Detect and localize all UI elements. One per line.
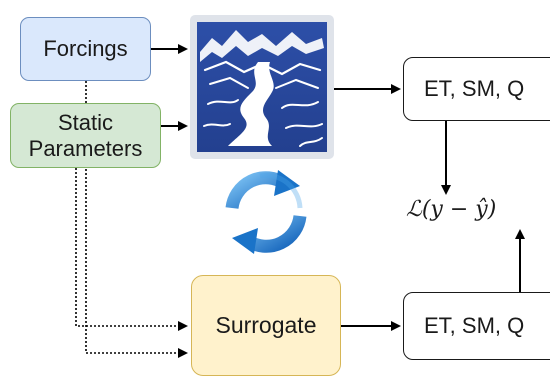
forcings-label: Forcings xyxy=(43,36,128,61)
dotted-connector-forcings xyxy=(85,81,188,358)
static-parameters-label: Static Parameters xyxy=(28,109,143,161)
static-parameters-node: Static Parameters xyxy=(10,103,161,168)
surrogate-label: Surrogate xyxy=(215,312,317,338)
refresh-cycle-icon xyxy=(225,170,307,254)
surrogate-node: Surrogate xyxy=(191,275,341,376)
surrogate-outputs-label: ET, SM, Q xyxy=(424,313,525,338)
surrogate-outputs-node: ET, SM, Q xyxy=(403,292,550,360)
forcings-node: Forcings xyxy=(20,17,151,81)
model-outputs-label: ET, SM, Q xyxy=(424,76,525,101)
river-landscape-icon xyxy=(190,15,334,159)
model-outputs-node: ET, SM, Q xyxy=(403,57,550,121)
dotted-connector-static xyxy=(75,168,188,331)
loss-function-label: ℒ(y − ŷ) xyxy=(406,197,497,222)
